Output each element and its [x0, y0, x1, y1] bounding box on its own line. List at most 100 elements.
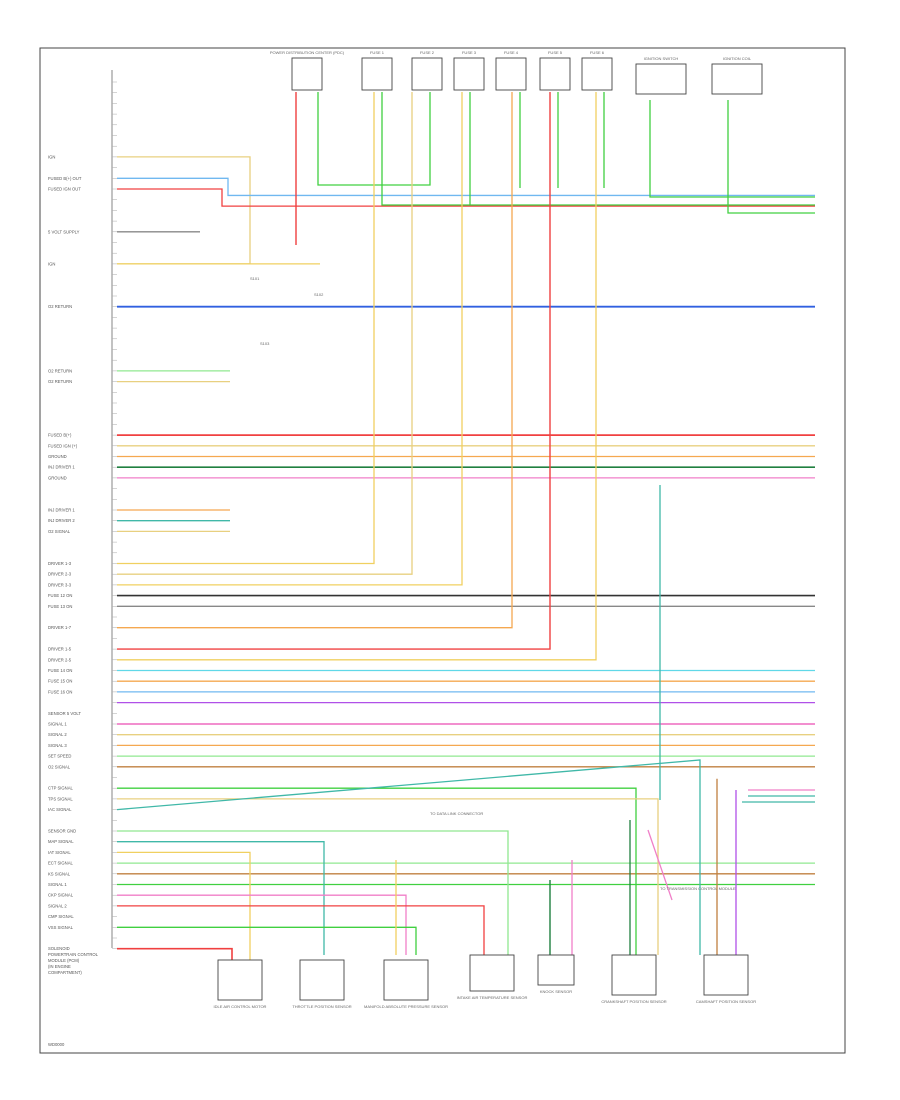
ecu-pin-label: INJ DRIVER 1 — [48, 508, 75, 513]
top-component-label: POWER DISTRIBUTION CENTER (PDC) — [270, 50, 345, 55]
bottom-component-box — [217, 959, 263, 1001]
bottom-component-box — [383, 959, 429, 1001]
wire — [117, 188, 815, 207]
wire — [381, 92, 815, 206]
ecu-pin-label: SET SPEED — [48, 754, 71, 759]
bottom-component-label: THROTTLE POSITION SENSOR — [292, 1004, 351, 1009]
wire — [117, 92, 513, 629]
ecu-pin-label: 5 VOLT SUPPLY — [48, 229, 80, 234]
wire — [117, 926, 417, 955]
ecu-pin-label: INJ DRIVER 2 — [48, 518, 75, 523]
top-component-label: FUSE 2 — [420, 50, 435, 55]
ecu-pin-label: FUSE 16 ON — [48, 689, 72, 694]
wire — [117, 830, 509, 955]
splice-label: TO DATA LINK CONNECTOR — [430, 811, 483, 816]
top-component-label: FUSE 6 — [590, 50, 605, 55]
wire — [117, 92, 463, 586]
bottom-component-label: CAMSHAFT POSITION SENSOR — [696, 999, 756, 1004]
top-component-box — [361, 57, 393, 91]
ecu-pin-label: SIGNAL 1 — [48, 882, 67, 887]
ecu-pin-label: CMP SIGNAL — [48, 914, 74, 919]
ecu-pin-label: SIGNAL 2 — [48, 732, 67, 737]
wire — [117, 787, 637, 955]
wire — [117, 92, 375, 565]
ecu-pin-label: O2 SIGNAL — [48, 529, 71, 534]
wire — [117, 798, 659, 955]
ecu-pin-label: MAP SIGNAL — [48, 839, 74, 844]
wire — [117, 177, 815, 197]
bottom-component-label: MANIFOLD ABSOLUTE PRESSURE SENSOR — [364, 1004, 448, 1009]
wire — [117, 851, 251, 960]
wire — [117, 92, 597, 661]
ecu-pin-label: IGN — [48, 261, 55, 266]
ecu-pin-label: SOLENOID — [48, 946, 70, 951]
top-component-box — [711, 63, 763, 95]
splice-label: S101 — [250, 276, 260, 281]
ecu-pin-label: GROUND — [48, 475, 67, 480]
ecu-pin-label: INJ DRIVER 1 — [48, 465, 75, 470]
splice-label: S103 — [260, 341, 270, 346]
ecu-pin-label: CTP SIGNAL — [48, 786, 73, 791]
wire-traces — [116, 92, 815, 960]
top-component-box — [581, 57, 613, 91]
ecu-pin-label: O2 SIGNAL — [48, 764, 71, 769]
splice-label: S102 — [314, 292, 324, 297]
ecu-pin-label: FUSED IGN OUT — [48, 187, 81, 192]
ecu-pin-numbers — [112, 81, 117, 949]
wire — [649, 100, 815, 198]
wire — [117, 947, 233, 960]
top-component-box — [495, 57, 527, 91]
ecu-pin-label: O2 RETURN — [48, 368, 72, 373]
top-component-label: FUSE 5 — [548, 50, 563, 55]
ecu-pin-label: O2 RETURN — [48, 304, 72, 309]
ecu-pin-label: FUSE 15 ON — [48, 679, 72, 684]
ecu-pin-label: SENSOR GND — [48, 829, 76, 834]
splice-label: TO TRANSMISSION CONTROL MODULE — [660, 886, 736, 891]
top-component-label: FUSE 4 — [504, 50, 519, 55]
ecu-pin-label: FUSED IGN (+) — [48, 443, 78, 448]
ecu-pin-label: DRIVER 1-3 — [48, 561, 72, 566]
wire — [117, 894, 407, 955]
ecu-pin-label: FUSED B(+) OUT — [48, 176, 82, 181]
powertrain-control-module: IGN FUSED B(+) OUT FUSED IGN OUT 5 VOLT SUP… — [48, 70, 117, 975]
wire — [117, 905, 485, 955]
ecu-pin-label: CKP SIGNAL — [48, 893, 74, 898]
ecu-title-1: POWERTRAIN CONTROL — [48, 952, 99, 957]
top-component-label: FUSE 3 — [462, 50, 477, 55]
top-component-box — [635, 63, 687, 95]
ecu-pin-label: FUSE 12 ON — [48, 593, 72, 598]
top-component-box — [411, 57, 443, 91]
wire — [117, 156, 251, 265]
wire — [116, 759, 701, 955]
ecu-pin-labels: IGN FUSED B(+) OUT FUSED IGN OUT 5 VOLT SUP… — [48, 154, 82, 951]
bottom-component-label: KNOCK SENSOR — [540, 989, 572, 994]
ecu-pin-label: DRIVER 1-7 — [48, 625, 72, 630]
ecu-pin-label: VSS SIGNAL — [48, 925, 74, 930]
top-component-box — [539, 57, 571, 91]
ecu-pin-label: TPS SIGNAL — [48, 796, 73, 801]
wire — [117, 92, 551, 650]
ecu-pin-label: ECT SIGNAL — [48, 861, 73, 866]
top-component-box — [453, 57, 485, 91]
ecu-pin-label: GROUND — [48, 454, 67, 459]
ecu-pin-label: KS SIGNAL — [48, 871, 71, 876]
ecu-title-2: MODULE (PCM) — [48, 958, 80, 963]
ecu-pin-label: IAT SIGNAL — [48, 850, 71, 855]
ecu-pin-label: DRIVER 3-3 — [48, 582, 72, 587]
top-component-label: IGNITION SWITCH — [644, 56, 679, 61]
top-component-box — [291, 57, 323, 91]
ecu-pin-label: SIGNAL 1 — [48, 722, 67, 727]
ecu-pin-label: SIGNAL 2 — [48, 903, 67, 908]
ecu-pin-label: DRIVER 1-5 — [48, 647, 72, 652]
bottom-component-label: CRANKSHAFT POSITION SENSOR — [601, 999, 666, 1004]
bottom-component-box — [611, 954, 657, 996]
bottom-component-label: IDLE AIR CONTROL MOTOR — [214, 1004, 267, 1009]
ecu-pin-label: FUSE 14 ON — [48, 668, 72, 673]
ecu-pin-label: IGN — [48, 154, 55, 159]
top-component-label: IGNITION COIL — [723, 56, 752, 61]
diagram-frame — [39, 47, 846, 1054]
bottom-component-box — [703, 954, 749, 996]
ecu-pin-label: FUSED B(+) — [48, 433, 72, 438]
